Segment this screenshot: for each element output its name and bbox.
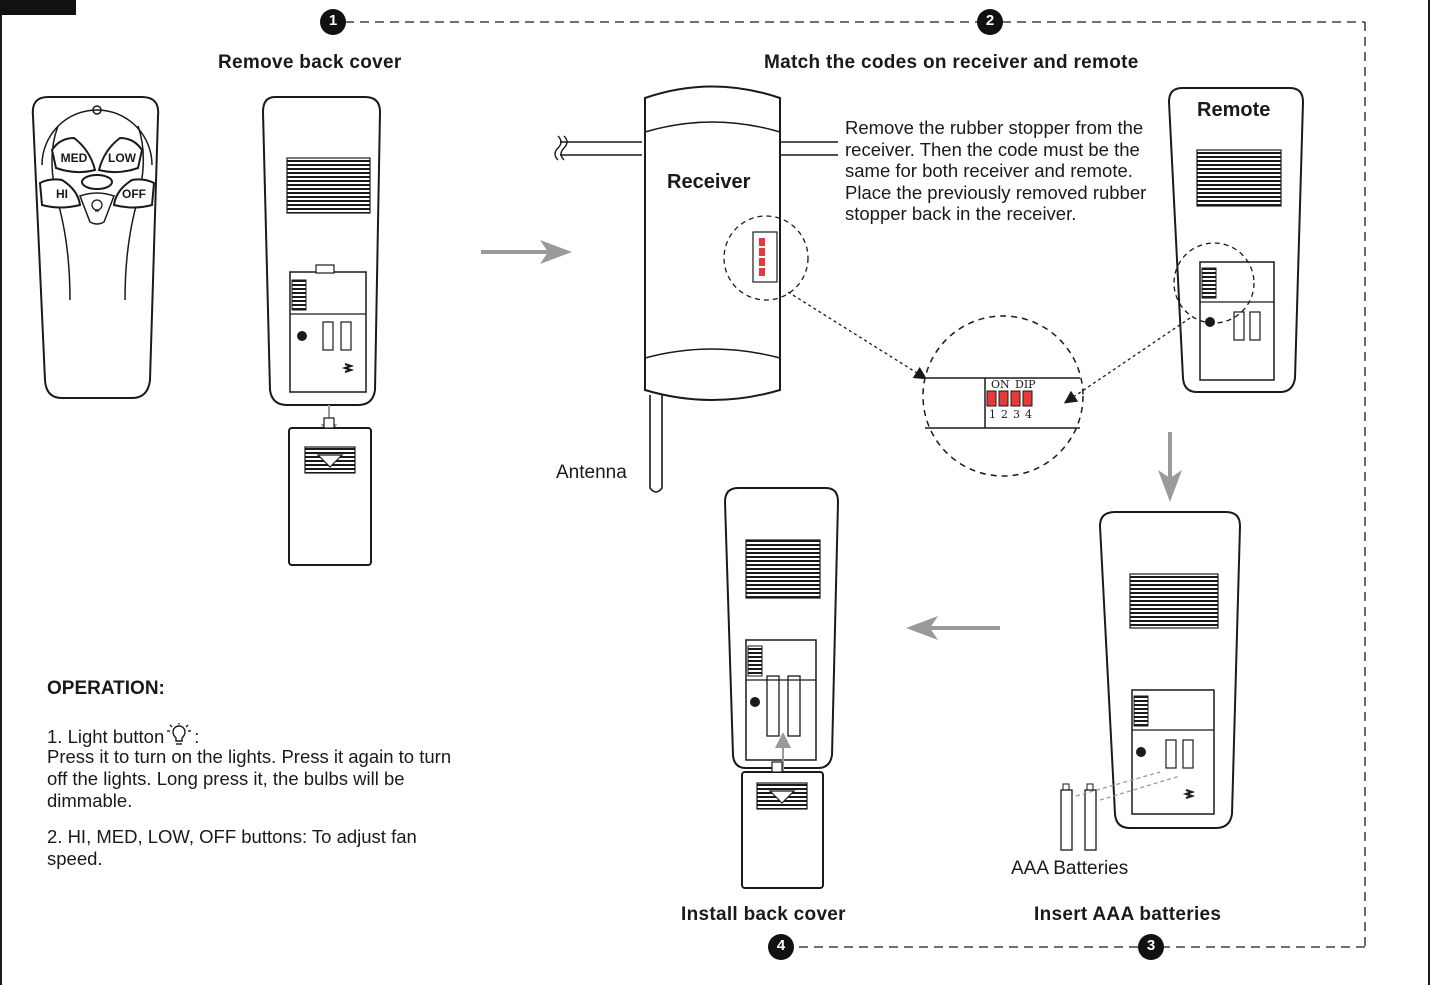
step4-title: Install back cover <box>681 904 846 925</box>
step-badge-2 <box>977 9 1003 35</box>
step1-title: Remove back cover <box>218 52 402 73</box>
back-cover-step4 <box>741 761 824 889</box>
operation-item1: 1. Light button : <box>47 723 199 748</box>
remote-label: Remote <box>1197 99 1270 121</box>
remote-back-step2 <box>1063 87 1305 404</box>
remote-button-off: OFF <box>122 187 146 201</box>
batteries-label: AAA Batteries <box>1011 858 1128 879</box>
flow-arrow-down <box>1158 432 1182 502</box>
receiver-illustration <box>554 85 928 493</box>
dip-number-3: 3 <box>1013 408 1020 421</box>
step-badge-3 <box>1138 934 1164 960</box>
light-bulb-icon <box>167 723 192 745</box>
flow-arrow-right <box>481 240 572 264</box>
remote-front-illustration <box>31 96 160 399</box>
step-flow-path <box>345 21 1366 948</box>
operation-heading: OPERATION: <box>47 678 165 699</box>
back-cover-step1 <box>288 417 372 566</box>
antenna-label: Antenna <box>556 462 627 483</box>
remote-button-hi: HI <box>56 187 68 201</box>
dip-on-label: ON <box>991 378 1010 391</box>
dip-number-4: 4 <box>1025 408 1032 421</box>
step-badge-number-2: 2 <box>985 12 995 29</box>
dip-number-2: 2 <box>1001 408 1008 421</box>
remote-back-step3 <box>1060 511 1242 851</box>
operation-item1-prefix: 1. Light button <box>47 726 165 747</box>
step-badge-1 <box>320 9 346 35</box>
operation-item1-text: Press it to turn on the lights. Press it… <box>47 746 452 811</box>
remote-back-step4 <box>723 487 840 780</box>
operation-item1-suffix: : <box>194 726 200 747</box>
step-badge-number-3: 3 <box>1146 937 1156 954</box>
operation-item2-text: 2. HI, MED, LOW, OFF buttons: To adjust … <box>47 826 417 869</box>
dip-dip-label: DIP <box>1015 378 1036 391</box>
step-badge-number-1: 1 <box>328 12 338 29</box>
remote-button-med: MED <box>61 151 88 165</box>
dip-number-1: 1 <box>989 408 996 421</box>
receiver-instruction-text: Remove the rubber stopper from the recei… <box>845 117 1147 224</box>
receiver-label: Receiver <box>667 171 751 193</box>
remote-button-low: LOW <box>108 151 137 165</box>
step-badge-number-4: 4 <box>776 937 786 954</box>
dip-switch-magnified <box>922 315 1084 477</box>
step-badge-4 <box>768 934 794 960</box>
remote-back-step1 <box>261 96 382 440</box>
step2-title: Match the codes on receiver and remote <box>764 52 1139 73</box>
flow-arrow-left <box>906 616 1000 640</box>
step3-title: Insert AAA batteries <box>1034 904 1222 925</box>
